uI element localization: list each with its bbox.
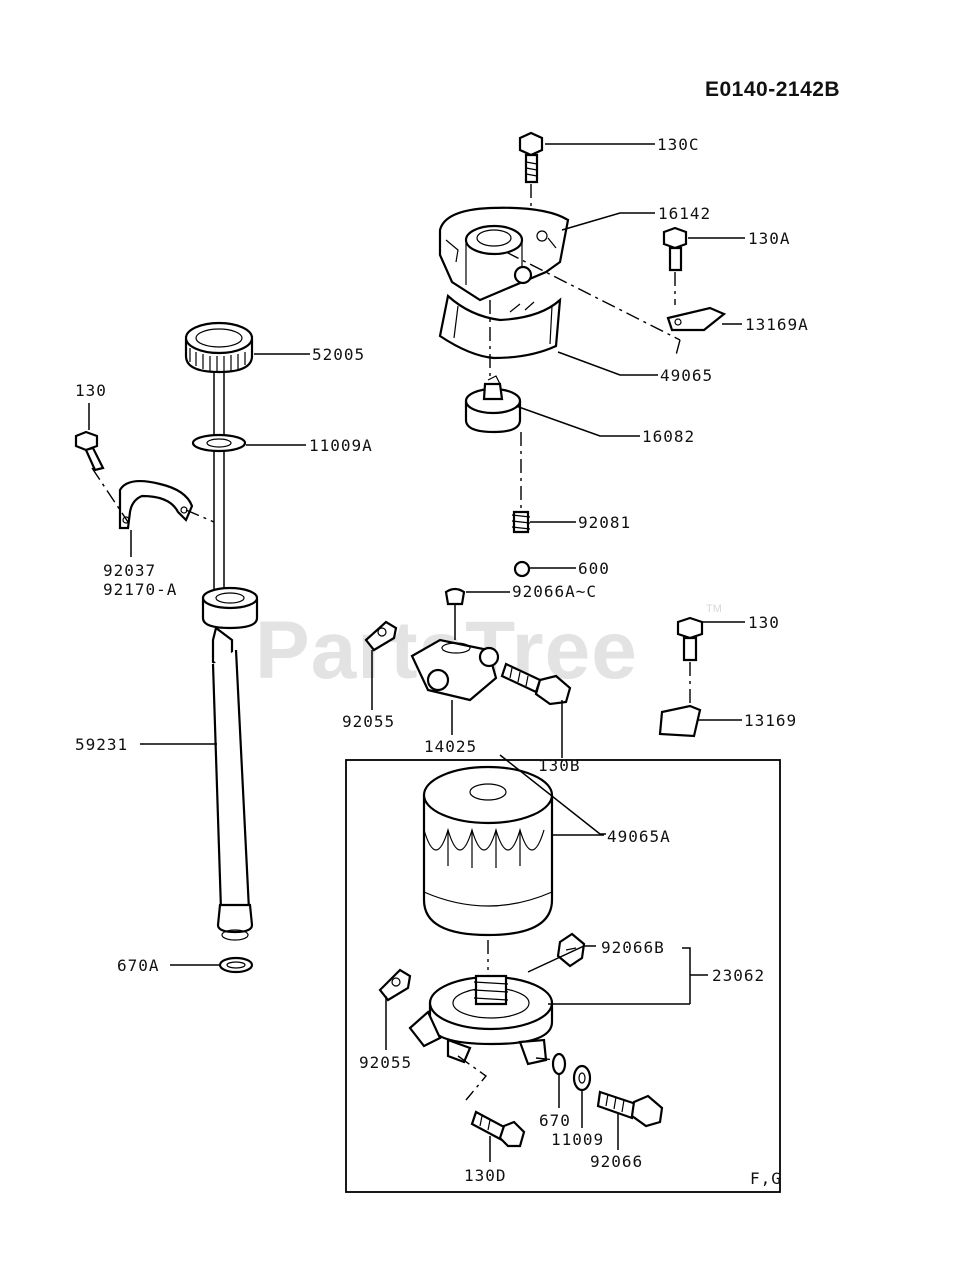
label-13169A[interactable]: 13169A: [745, 315, 809, 334]
dashline-clamp: [91, 467, 215, 523]
label-52005[interactable]: 52005: [312, 345, 365, 364]
bolt-130A-drawing: [662, 226, 688, 272]
bracket-13169-drawing: [658, 704, 702, 738]
bolt-130-right-drawing: [676, 616, 704, 662]
o-ring-670-drawing: [551, 1052, 567, 1076]
label-130D[interactable]: 130D: [464, 1166, 507, 1185]
oil-filter-49065A-drawing: [422, 765, 554, 937]
label-49065A[interactable]: 49065A: [607, 827, 671, 846]
gasket-11009A-drawing: [191, 433, 247, 453]
diagram-code: E0140-2142B: [705, 78, 840, 101]
label-130-right[interactable]: 130: [748, 613, 780, 632]
bolt-130B-drawing: [500, 662, 572, 706]
part-labels: 130C 16142 130A 13169A 49065 52005 16082…: [75, 135, 809, 1185]
label-130B[interactable]: 130B: [538, 756, 581, 775]
bolt-130C-drawing: [518, 131, 544, 184]
bolt-130-left-drawing: [74, 430, 105, 472]
inset-box: [345, 759, 781, 1193]
label-92055-lower[interactable]: 92055: [359, 1053, 412, 1072]
plug-92066-drawing: [596, 1090, 664, 1128]
label-92066B[interactable]: 92066B: [601, 938, 665, 957]
inset-label: F,G: [750, 1169, 782, 1188]
label-92170A[interactable]: 92170-A: [103, 580, 177, 599]
o-ring-670A-drawing: [218, 956, 254, 974]
label-49065[interactable]: 49065: [660, 366, 713, 385]
label-670[interactable]: 670: [539, 1111, 571, 1130]
oil-fill-pipe-drawing: [201, 586, 259, 941]
bracket-13169A-drawing: [666, 306, 727, 332]
label-92066[interactable]: 92066: [590, 1152, 643, 1171]
label-14025[interactable]: 14025: [424, 737, 477, 756]
label-600[interactable]: 600: [578, 559, 610, 578]
label-92066AC[interactable]: 92066A~C: [512, 582, 597, 601]
valve-16082-drawing: [464, 375, 522, 434]
watermark-trademark: TM: [706, 603, 722, 615]
label-16142[interactable]: 16142: [658, 204, 711, 223]
gasket-92055-upper-drawing: [364, 620, 398, 652]
gasket-92055-lower-drawing: [378, 968, 412, 1002]
dashline-bracket: [505, 251, 681, 356]
label-16082[interactable]: 16082: [642, 427, 695, 446]
clamp-92037-drawing: [118, 479, 194, 530]
leader-lines: [88, 143, 745, 1162]
spring-92081-drawing: [511, 510, 531, 534]
filter-base-housing-drawing: [438, 206, 570, 302]
filter-base-23062-drawing: [408, 974, 554, 1066]
label-59231[interactable]: 59231: [75, 735, 128, 754]
dipstick-rod-drawing: [213, 372, 225, 596]
label-92037[interactable]: 92037: [103, 561, 156, 580]
ball-600-drawing: [513, 560, 531, 578]
gasket-11009-drawing: [572, 1064, 592, 1092]
label-11009[interactable]: 11009: [551, 1130, 604, 1149]
label-23062[interactable]: 23062: [712, 966, 765, 985]
label-13169[interactable]: 13169: [744, 711, 797, 730]
label-670A[interactable]: 670A: [117, 956, 160, 975]
plug-92066AC-drawing: [444, 587, 466, 640]
oil-pipe-fitting-14025-drawing: [410, 638, 500, 702]
label-11009A[interactable]: 11009A: [309, 436, 373, 455]
label-92081[interactable]: 92081: [578, 513, 631, 532]
label-92055-upper[interactable]: 92055: [342, 712, 395, 731]
dashline-base: [457, 1055, 557, 1101]
label-130C[interactable]: 130C: [657, 135, 700, 154]
bolt-130D-drawing: [470, 1110, 526, 1148]
plug-92066B-drawing: [556, 932, 586, 968]
oil-filter-element-49065-drawing: [438, 293, 562, 360]
label-130A[interactable]: 130A: [748, 229, 791, 248]
label-130-left[interactable]: 130: [75, 381, 107, 400]
dipstick-cap-drawing: [184, 321, 254, 374]
